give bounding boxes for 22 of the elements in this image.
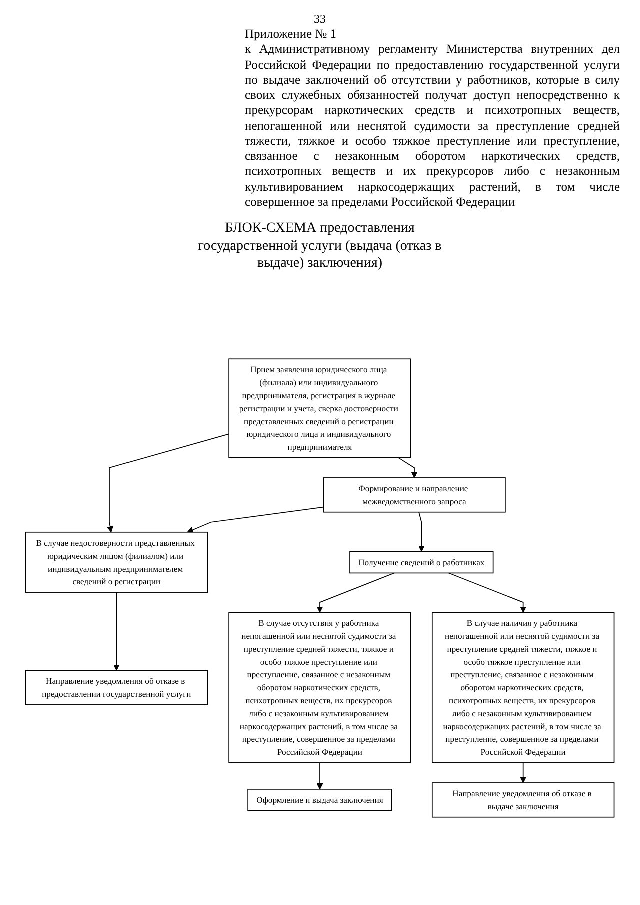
arrow	[316, 572, 395, 612]
arrow	[398, 457, 418, 478]
node-box: Направление уведомления об отказе в предоставлении государственной услуги	[25, 670, 208, 705]
node-box: Направление уведомления об отказе в выдаче заключения	[432, 782, 615, 818]
node-box: Получение сведений о работниках	[350, 550, 494, 574]
node-box: Оформление и выдача заключения	[248, 788, 392, 811]
node-box: Формирование и направление межведомственного запроса	[323, 477, 506, 512]
node-box: В случае наличия у работника непогашенной или неснятой судимости за преступление средней тяжести, тяжкое и особо тяжкое преступление или преступление, связанное с незаконным оборотом наркотических средств, психотропных веществ, их прекурсоров либо с незаконным культивированием наркосодержащих растений, в том числе за преступление, совершенное за пределами Российской Федерации	[432, 612, 615, 763]
node-box: В случае недостоверности представленных юридическим лицом (филиалом) или индивидуальным предпринимателем сведений о регистрации	[25, 531, 208, 592]
node-box: Прием заявления юридического лица (филиала) или индивидуального предпринимателя, регистрация в журнале регистрации и учета, сверка достоверности представленных сведений о регистрации юридического лица и индивидуального предпринимателя	[228, 358, 412, 458]
arrow	[107, 433, 230, 532]
arrow	[114, 592, 120, 670]
diagram-title: БЛОК-СХЕМА предоставления государственной услуги (выдача (отказ в выдаче) заключения)	[197, 220, 443, 272]
arrow	[316, 762, 324, 790]
node-box: В случае отсутствия у работника непогашенной или неснятой судимости за преступление средней тяжести, тяжкое и особо тяжкое преступление или преступление, связанное с незаконным оборотом наркотических средств, психотропных веществ, их прекурсоров либо с незаконным культивированием наркосодержащих растений, в том числе за преступление, совершенное за пределами Российской Федерации	[228, 612, 412, 763]
arrow	[520, 762, 526, 783]
arrow	[448, 572, 526, 612]
appendix-heading: Приложение № 1	[245, 27, 338, 42]
arrow	[418, 511, 425, 552]
appendix-text: к Административному регламенту Министерства внутренних дел Российской Федерации по предоставлению государственной услуги по выдаче заключений об отсутствии у работников, которые в силу своих служебных обязанностей получат доступ непосредственно к прекурсорам наркотических средств и психотропных веществ, непогашенной или неснятой судимости за преступление средней тяжести, тяжкое и особо тяжкое преступление или преступление, связанное с незаконным оборотом наркотических средств, психотропных веществ и их прекурсоров либо с незаконным культивированием наркосодержащих растений, в том числе совершенное за пределами Российской Федерации	[245, 42, 620, 210]
arrow	[187, 506, 324, 533]
page-number: 33	[314, 12, 326, 27]
